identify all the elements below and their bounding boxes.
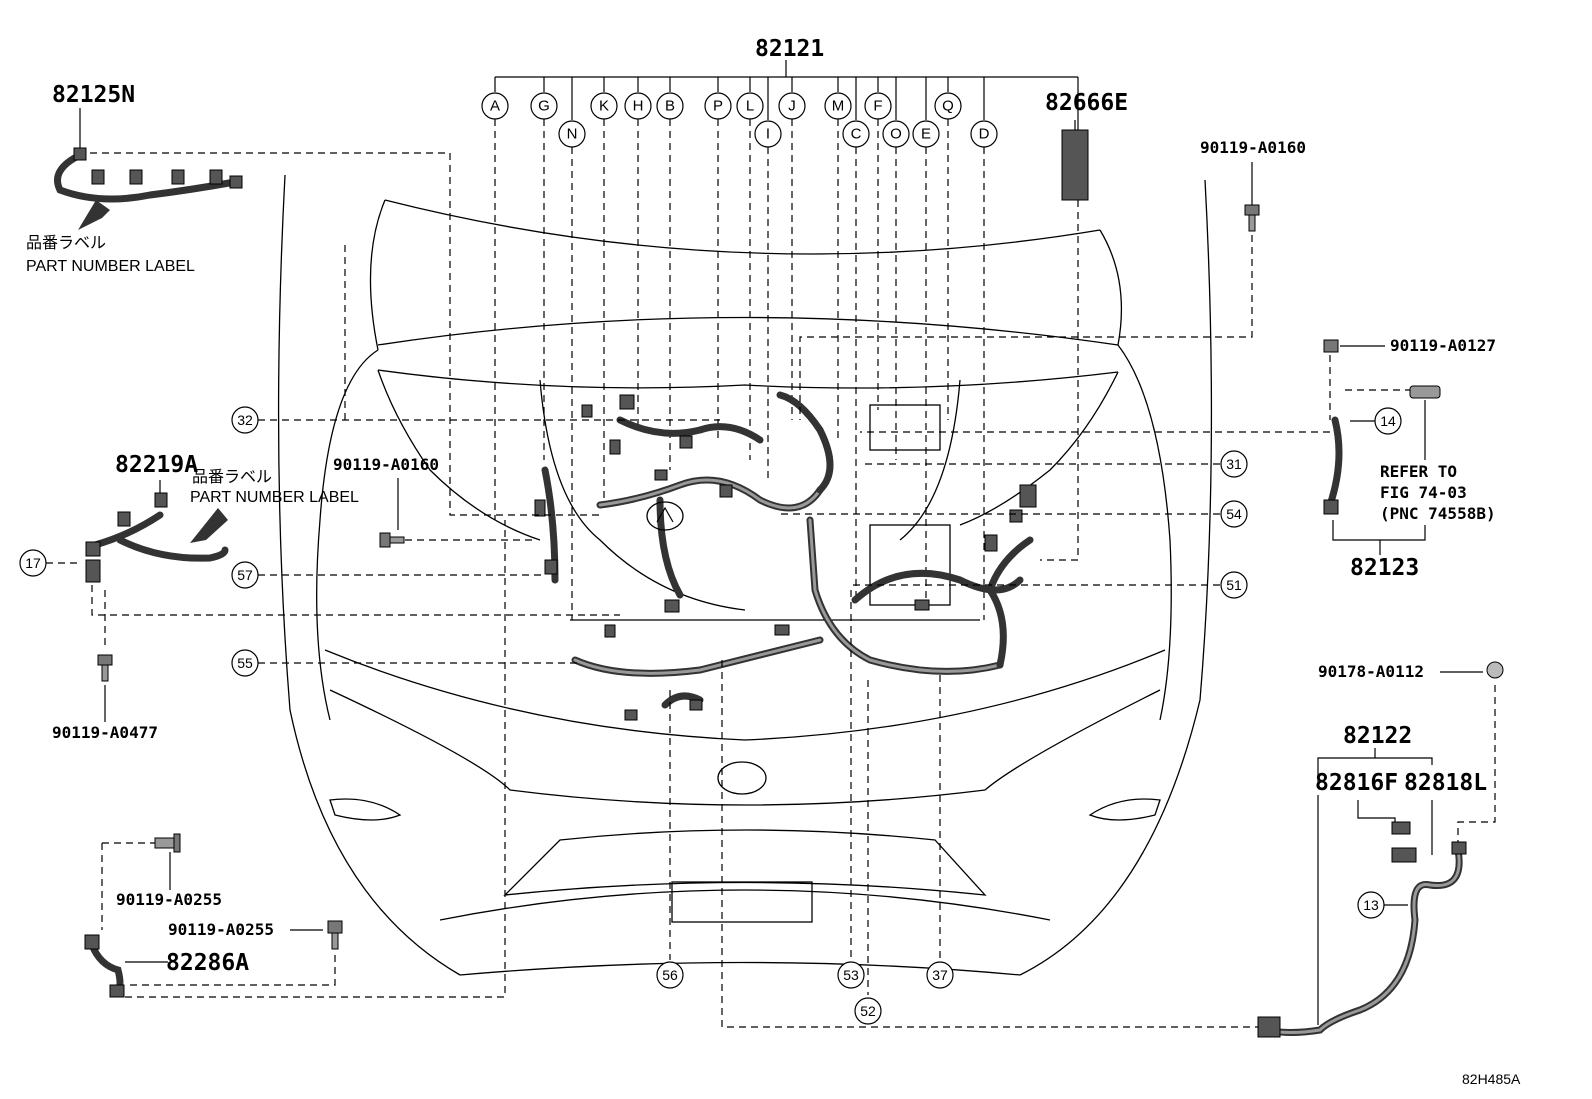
bolt-90119-A0255-a: 90119-A0255 xyxy=(116,890,222,909)
refer-to: REFER TO xyxy=(1380,462,1457,481)
callout-17: 17 xyxy=(25,555,41,571)
callout-H: H xyxy=(633,98,644,115)
callout-I: I xyxy=(766,126,770,143)
bolt-90178-A0112: 90178-A0112 xyxy=(1318,662,1424,681)
left-callouts: 32 57 55 xyxy=(231,406,720,677)
callout-37: 37 xyxy=(932,967,948,983)
diagram-id: 82H485A xyxy=(1462,1071,1521,1087)
bolt-top-right-group: 90119-A0160 xyxy=(799,138,1306,420)
callout-leaders xyxy=(494,119,1079,620)
part-82123-group: 90119-A0127 14 REFER TO FIG 74-03 (PNC 7… xyxy=(860,336,1496,581)
part-number-82123: 82123 xyxy=(1350,555,1419,581)
part-number-label-jp: 品番ラベル xyxy=(26,234,106,252)
part-number-label-en: PART NUMBER LABEL xyxy=(26,258,195,275)
part-number-82219A: 82219A xyxy=(115,452,198,478)
callout-13: 13 xyxy=(1363,897,1379,913)
part-82122-group: 90178-A0112 82122 82816F 82818L 13 xyxy=(1257,661,1504,1038)
part-number-label-jp-2: 品番ラベル xyxy=(192,468,272,486)
callout-G: G xyxy=(538,98,550,115)
callout-55: 55 xyxy=(237,655,253,671)
callout-N: N xyxy=(567,126,578,143)
callout-53: 53 xyxy=(843,967,859,983)
callout-14: 14 xyxy=(1380,413,1396,429)
callout-P: P xyxy=(713,98,723,115)
callout-51: 51 xyxy=(1226,577,1242,593)
callout-31: 31 xyxy=(1226,456,1242,472)
letter-callouts: A G N K H B P L I J M C F O E Q D xyxy=(481,77,1079,150)
bolt-90119-A0477: 90119-A0477 xyxy=(52,723,158,742)
callout-54: 54 xyxy=(1226,506,1242,522)
callout-Q: Q xyxy=(942,98,954,115)
part-number-82125N: 82125N xyxy=(52,82,135,108)
callout-M: M xyxy=(832,98,845,115)
callout-57: 57 xyxy=(237,567,253,583)
callout-E: E xyxy=(921,126,931,143)
callout-32: 32 xyxy=(237,412,253,428)
part-number-82286A: 82286A xyxy=(166,950,249,976)
part-82666E-group: 82666E xyxy=(1045,90,1128,201)
callout-K: K xyxy=(599,98,609,115)
bolt-90119-A0160-top: 90119-A0160 xyxy=(1200,138,1306,157)
callout-52: 52 xyxy=(860,1003,876,1019)
bolt-90119-A0160-center: 90119-A0160 xyxy=(333,455,439,474)
part-82125N-group: 82125N 品番ラベル PART NUMBER LABEL xyxy=(26,82,600,516)
callout-L: L xyxy=(746,98,754,115)
bolt-90119-A0127: 90119-A0127 xyxy=(1390,336,1496,355)
part-number-82122: 82122 xyxy=(1343,723,1412,749)
part-82286A-group: 90119-A0255 90119-A0255 82286A xyxy=(84,520,506,998)
callout-J: J xyxy=(788,98,796,115)
bolt-90119-A0255-b: 90119-A0255 xyxy=(168,920,274,939)
callout-O: O xyxy=(890,126,902,143)
bottom-callouts: 56 53 52 37 xyxy=(656,590,1258,1028)
right-callouts: 31 54 51 xyxy=(780,450,1248,599)
bolt-center-group: 90119-A0160 xyxy=(333,245,535,548)
refer-fig: FIG 74-03 xyxy=(1380,483,1467,502)
callout-56: 56 xyxy=(662,967,678,983)
callout-C: C xyxy=(851,126,862,143)
part-number-82818L: 82818L xyxy=(1404,770,1487,796)
part-number-label-en-2: PART NUMBER LABEL xyxy=(190,489,359,506)
callout-B: B xyxy=(665,98,675,115)
part-number-82666E: 82666E xyxy=(1045,90,1128,116)
refer-pnc: (PNC 74558B) xyxy=(1380,504,1496,523)
main-harness-bracket: 82121 xyxy=(495,36,1078,78)
callout-D: D xyxy=(979,126,990,143)
part-82219A-group: 82219A 品番ラベル PART NUMBER LABEL 17 90119-… xyxy=(19,452,620,742)
part-number-82121: 82121 xyxy=(755,36,824,62)
part-number-82816F: 82816F xyxy=(1315,770,1398,796)
callout-A: A xyxy=(490,98,500,115)
engine-harness xyxy=(534,391,1037,721)
callout-F: F xyxy=(873,98,882,115)
